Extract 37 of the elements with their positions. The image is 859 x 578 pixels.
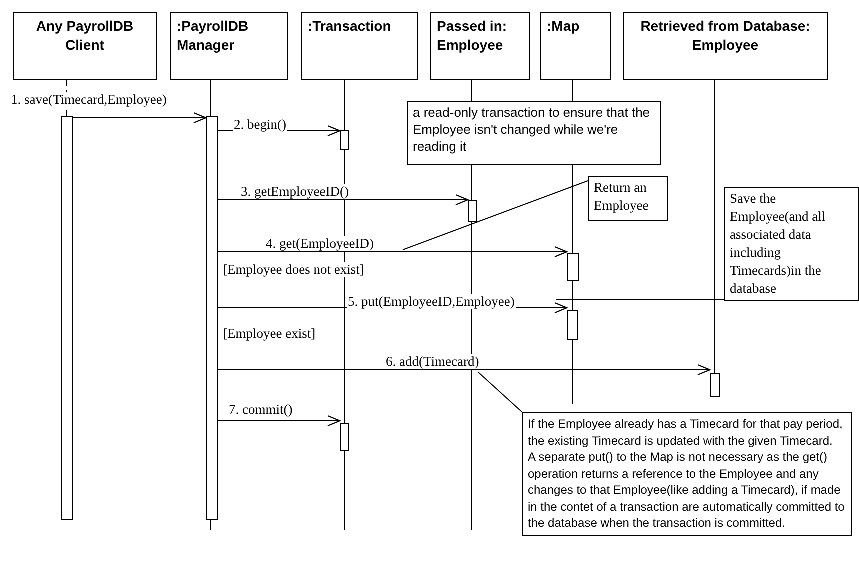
activation-bar xyxy=(567,310,578,340)
activation-bar xyxy=(567,253,579,281)
message-label: 7. commit() xyxy=(228,402,294,417)
note-box xyxy=(522,412,852,536)
message-label: 4. get(EmployeeID) xyxy=(265,236,375,251)
guard-condition: [Employee does not exist] xyxy=(222,262,366,277)
message-label: 6. add(Timecard) xyxy=(385,354,480,369)
activation-bar xyxy=(206,116,218,520)
note-box: Return an Employee xyxy=(588,176,668,221)
message-label: 1. save(Timecard,Employee) xyxy=(10,92,168,107)
lifeline xyxy=(714,80,716,374)
message-arrow xyxy=(72,112,207,124)
note-box: Save the Employee(and all associated data including Timecards)in the database xyxy=(724,187,859,301)
activation-bar xyxy=(340,130,349,150)
note-text: A separate put() to the Map is not necessary as the get() operation returns a reference to the Employee and any changes to that Employee(like adding a Timecard), if made in the contet of a transaction are automatically committed to the database when the transaction is committed. xyxy=(528,449,846,532)
activation-bar xyxy=(710,373,720,397)
lifeline-head: Retrieved from Database: Employee xyxy=(623,12,828,80)
lifeline-head: :PayrollDB Manager xyxy=(170,12,288,80)
message-arrow xyxy=(218,364,711,376)
lifeline-head: Passed in: Employee xyxy=(430,12,530,80)
message-label: 3. getEmployeeID() xyxy=(240,184,350,199)
lifeline-head: Any PayrollDB Client xyxy=(13,12,157,80)
message-arrow xyxy=(218,246,568,258)
message-label: 2. begin() xyxy=(233,117,288,132)
lifeline-head: :Transaction xyxy=(301,12,418,80)
lifeline-head: :Map xyxy=(540,12,611,80)
message-label: 5. put(EmployeeID,Employee) xyxy=(347,294,516,309)
leader-line xyxy=(478,372,522,412)
note-text: If the Employee already has a Timecard for that pay period, the existing Timecard is updated with the given Timecard. xyxy=(528,416,844,449)
note-box: a read-only transaction to ensure that the Employee isn't changed while we're reading it xyxy=(407,101,661,165)
activation-bar xyxy=(61,116,73,520)
guard-condition: [Employee exist] xyxy=(222,326,317,341)
message-arrow xyxy=(218,415,341,427)
activation-bar xyxy=(340,423,349,451)
leader-line xyxy=(402,180,588,250)
activation-bar xyxy=(468,200,477,222)
message-arrow xyxy=(218,194,469,206)
